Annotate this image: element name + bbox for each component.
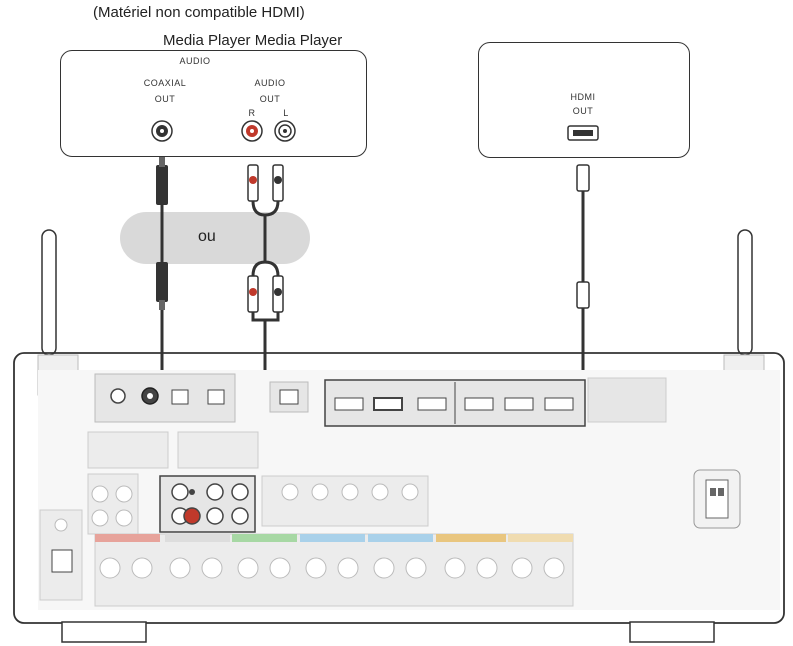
coaxial-cable <box>150 157 168 397</box>
coaxial-label: COAXIAL <box>143 78 187 88</box>
non-hdmi-caption: (Matériel non compatible HDMI) <box>93 4 305 21</box>
r-channel-label: R <box>248 108 256 118</box>
audio-out-label: AUDIO <box>254 78 286 88</box>
audio-out-r-jack <box>241 120 263 142</box>
hdmi-label: HDMI <box>570 92 596 102</box>
av-receiver <box>13 352 785 643</box>
media-player-caption: Media Player Media Player <box>163 32 343 49</box>
audio-out-l-jack <box>274 120 296 142</box>
or-label: ou <box>198 228 216 245</box>
l-channel-label: L <box>283 108 289 118</box>
coaxial-out-jack <box>151 120 173 142</box>
or-separator <box>120 212 310 264</box>
hdmi-out-port <box>567 125 599 141</box>
hdmi-out-label: OUT <box>572 106 594 116</box>
coaxial-out-label: OUT <box>154 94 176 104</box>
audio-section-label: AUDIO <box>175 56 215 66</box>
audio-out-label-2: OUT <box>259 94 281 104</box>
media-player-left <box>60 50 367 157</box>
